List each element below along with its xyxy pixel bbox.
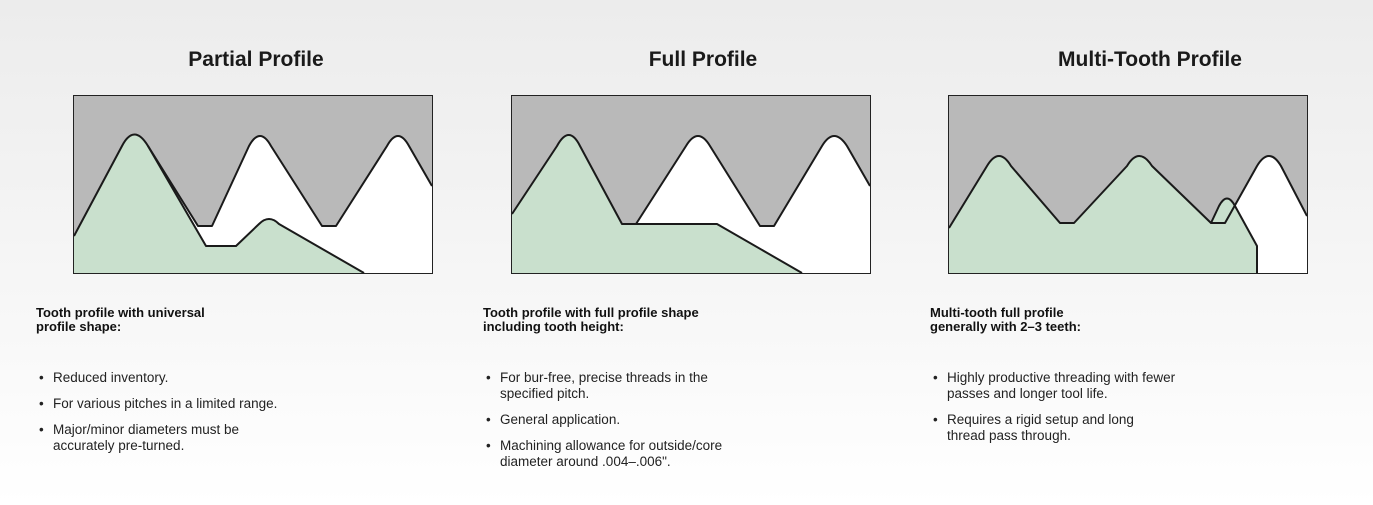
list-item: General application. <box>486 412 722 428</box>
bullet-list: Reduced inventory. For various pitches i… <box>39 370 277 464</box>
partial-profile-diagram <box>73 95 433 274</box>
panel-heading: Tooth profile with universal profile sha… <box>36 305 205 334</box>
partial-profile-svg <box>74 96 432 273</box>
list-item: Highly productive threading with fewerpa… <box>933 370 1175 402</box>
full-profile-diagram <box>511 95 871 274</box>
workpiece-area <box>512 96 870 226</box>
thread-outline <box>949 155 1307 229</box>
insert-outline <box>147 145 365 273</box>
multi-tooth-profile-svg <box>949 96 1307 273</box>
list-item: For various pitches in a limited range. <box>39 396 277 412</box>
multi-tooth-profile-diagram <box>948 95 1308 274</box>
list-item: Reduced inventory. <box>39 370 277 386</box>
thread-insert <box>74 134 364 273</box>
thread-insert <box>512 135 802 273</box>
thread-insert <box>949 156 1257 273</box>
insert-outline <box>1210 197 1258 273</box>
insert-outline <box>622 223 803 273</box>
list-item: Machining allowance for outside/corediam… <box>486 438 722 470</box>
panel-title: Multi-Tooth Profile <box>1058 48 1242 71</box>
panel-title: Full Profile <box>648 48 758 71</box>
thread-outline <box>74 133 432 237</box>
list-item: Major/minor diameters must beaccurately … <box>39 422 277 454</box>
workpiece-area <box>74 96 432 236</box>
full-profile-svg <box>512 96 870 273</box>
panel-title: Partial Profile <box>188 48 324 71</box>
panel-heading: Tooth profile with full profile shape in… <box>483 305 699 334</box>
panel-heading: Multi-tooth full profile generally with … <box>930 305 1081 334</box>
workpiece-area <box>949 96 1307 228</box>
bullet-list: For bur-free, precise threads in thespec… <box>486 370 722 480</box>
list-item: For bur-free, precise threads in thespec… <box>486 370 722 402</box>
bullet-list: Highly productive threading with fewerpa… <box>933 370 1175 454</box>
thread-outline <box>512 134 870 227</box>
